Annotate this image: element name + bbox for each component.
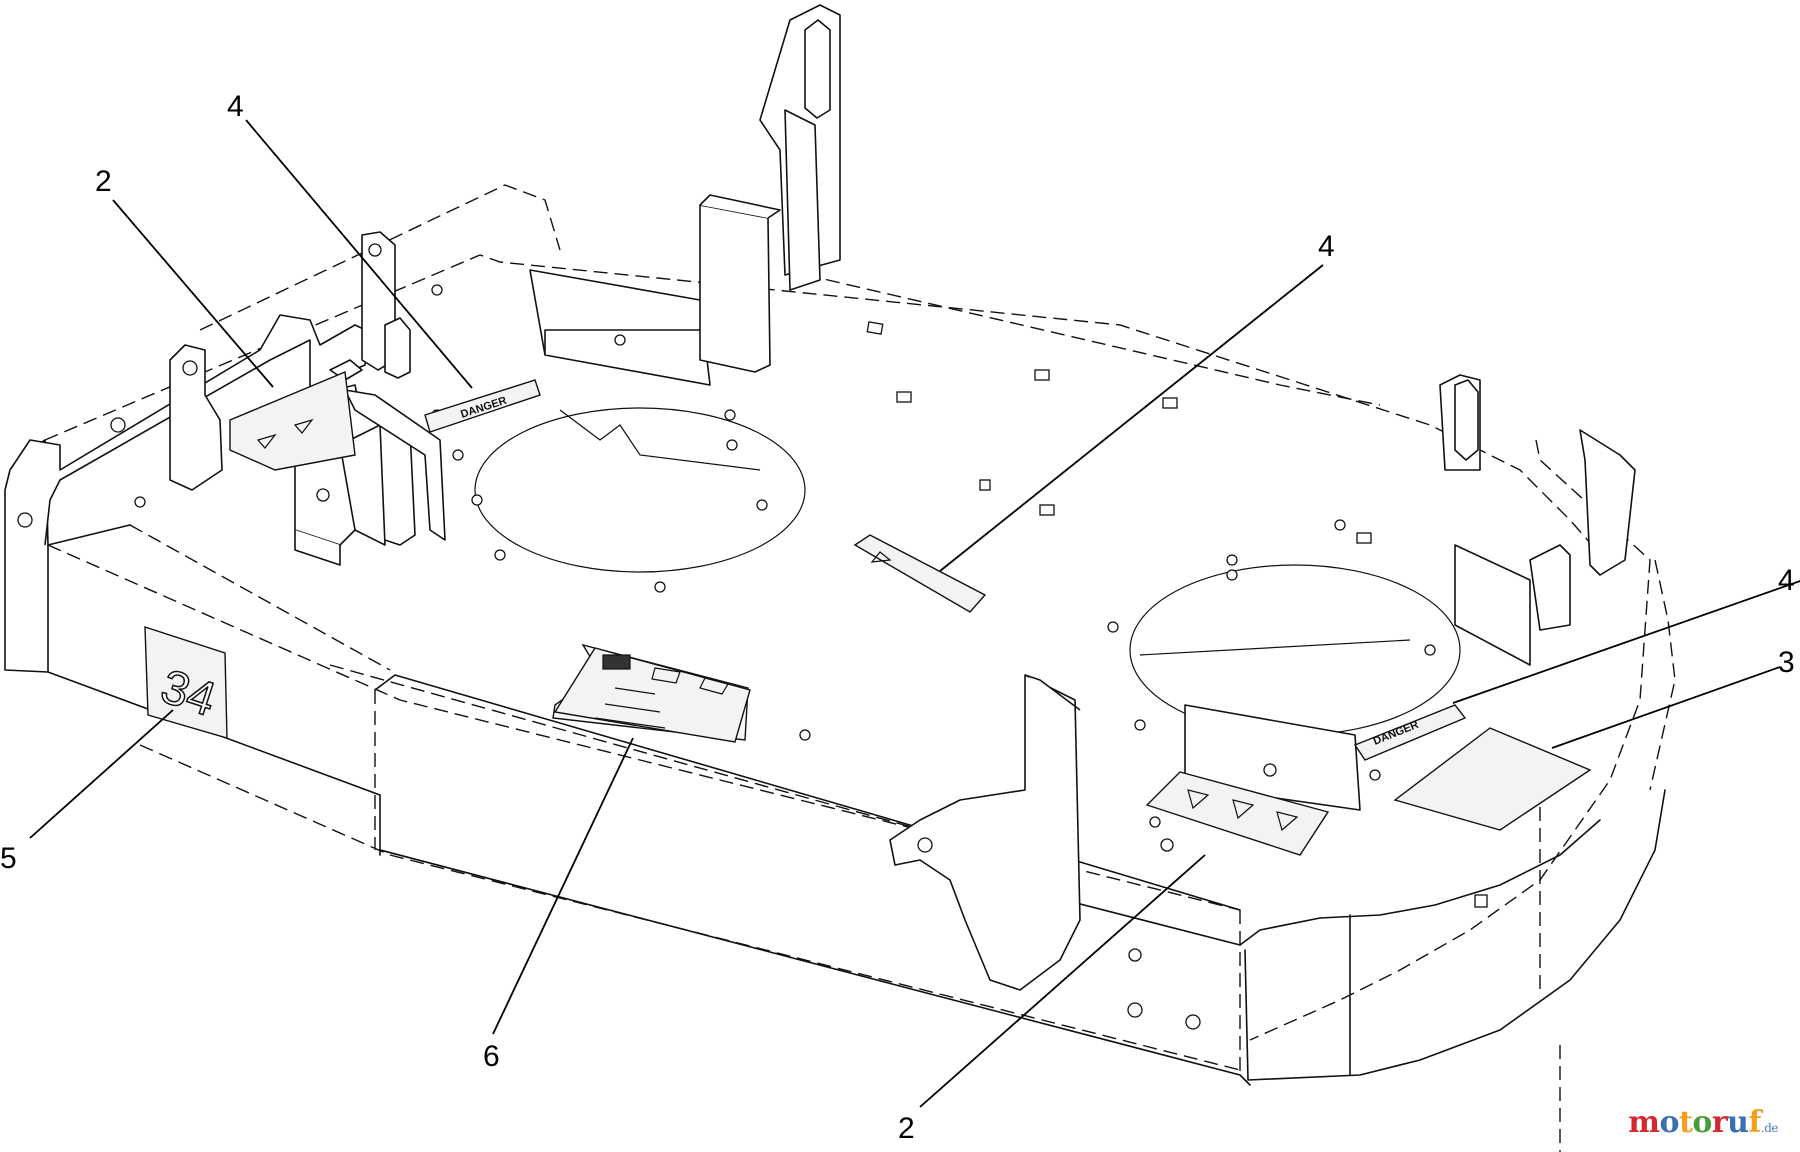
leader-lines	[29, 119, 1800, 1108]
deck-outline	[4, 184, 1676, 1152]
callout-4-center: 4	[1318, 230, 1335, 263]
decal-danger-left: DANGER	[424, 379, 541, 433]
center-brackets	[529, 4, 1636, 991]
callout-2-left: 2	[95, 165, 112, 198]
decal-arrows-bottom	[1145, 771, 1330, 856]
callouts: 4 2 4 4 3 5 6 2	[0, 90, 1795, 1145]
callout-4-left: 4	[227, 90, 244, 123]
decal-blank-right	[1393, 727, 1592, 831]
watermark-letter: f	[1748, 1105, 1761, 1140]
watermark-letter: r	[1711, 1105, 1728, 1140]
callout-3: 3	[1778, 646, 1795, 679]
decal-danger-right: DANGER	[1353, 704, 1467, 761]
watermark-brand: motoruf	[1628, 1105, 1761, 1140]
decal-height-chart	[552, 643, 751, 743]
callout-4-right: 4	[1778, 564, 1795, 597]
watermark-letter: m	[1628, 1105, 1660, 1140]
decal-warning-center	[853, 534, 987, 613]
decal-arrows-left	[229, 370, 356, 471]
watermark-letter: o	[1692, 1105, 1712, 1140]
watermark-letter: t	[1678, 1105, 1693, 1140]
callout-6: 6	[483, 1040, 500, 1073]
watermark-letter: u	[1727, 1105, 1749, 1140]
watermark-logo: motoruf.de	[1628, 1105, 1778, 1140]
callout-2-bottom: 2	[898, 1112, 915, 1145]
decal-size-badge: 34	[144, 626, 228, 739]
watermark-suffix: .de	[1760, 1121, 1779, 1135]
callout-5: 5	[0, 842, 17, 875]
watermark-letter: o	[1659, 1105, 1679, 1140]
